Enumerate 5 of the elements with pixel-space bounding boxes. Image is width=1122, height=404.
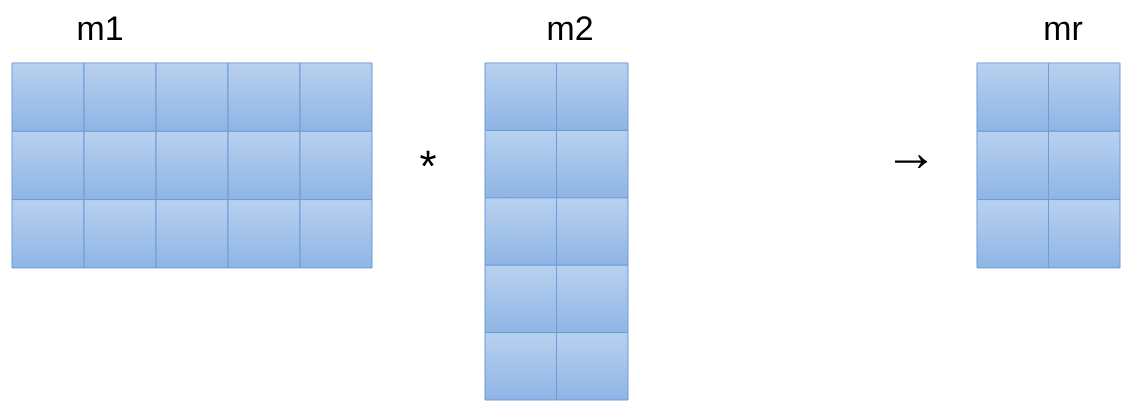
matrix-title: m2 [548,16,592,40]
arrow-symbol: → [895,155,927,168]
matrix-title: mr [1045,21,1083,40]
matrix-title: m1 [78,16,122,40]
operator-symbol: * [420,150,436,167]
